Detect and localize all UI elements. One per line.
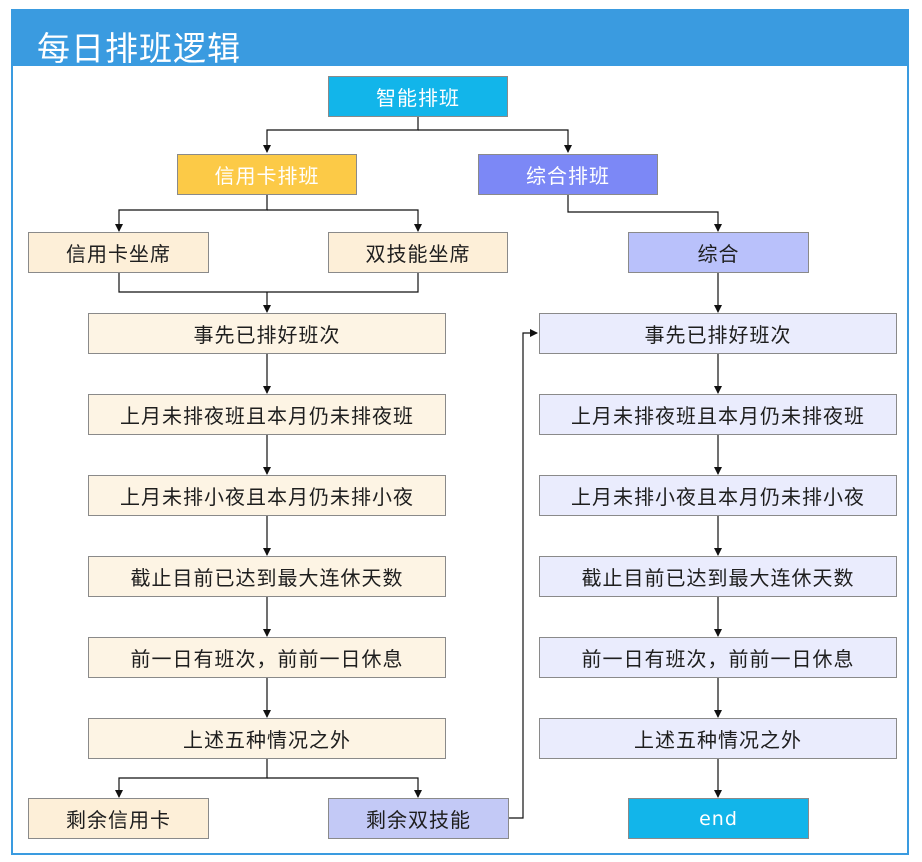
page-title: 每日排班逻辑 <box>37 29 241 68</box>
left-step-2: 上月未排夜班且本月仍未排夜班 <box>88 394 446 435</box>
right-step-6: 上述五种情况之外 <box>539 718 897 759</box>
right-step-4: 截止目前已达到最大连休天数 <box>539 556 897 597</box>
right-step-2: 上月未排夜班且本月仍未排夜班 <box>539 394 897 435</box>
node-dual-skill-seat: 双技能坐席 <box>328 232 508 273</box>
connector-root-comprehensive <box>418 129 572 153</box>
left-step-1: 事先已排好班次 <box>88 313 446 354</box>
node-remaining-dual-skill: 剩余双技能 <box>328 798 509 839</box>
node-comprehensive-scheduling: 综合排班 <box>478 154 658 195</box>
node-credit-scheduling: 信用卡排班 <box>177 154 357 195</box>
right-step-5: 前一日有班次，前前一日休息 <box>539 637 897 678</box>
diagram-frame <box>11 9 909 855</box>
connector-credit-seat <box>115 195 268 232</box>
connector-left-split-credit <box>115 759 268 798</box>
connector-dual-to-right <box>509 329 538 819</box>
left-step-5: 前一日有班次，前前一日休息 <box>88 637 446 678</box>
node-smart-scheduling: 智能排班 <box>328 76 508 117</box>
left-step-6: 上述五种情况之外 <box>88 718 446 759</box>
connector-seats-merge <box>118 273 419 293</box>
left-step-3: 上月未排小夜且本月仍未排小夜 <box>88 475 446 516</box>
left-step-4: 截止目前已达到最大连休天数 <box>88 556 446 597</box>
right-step-3: 上月未排小夜且本月仍未排小夜 <box>539 475 897 516</box>
right-step-1: 事先已排好班次 <box>539 313 897 354</box>
connector-root-credit <box>263 117 419 153</box>
node-remaining-credit: 剩余信用卡 <box>28 798 209 839</box>
connector-comp-sub <box>567 195 722 232</box>
node-end: end <box>628 798 809 839</box>
connector-credit-dual <box>267 209 422 232</box>
node-credit-seat: 信用卡坐席 <box>28 232 209 273</box>
title-bar: 每日排班逻辑 <box>11 9 909 68</box>
node-comprehensive: 综合 <box>628 232 809 273</box>
connector-left-split-dual <box>267 777 422 798</box>
